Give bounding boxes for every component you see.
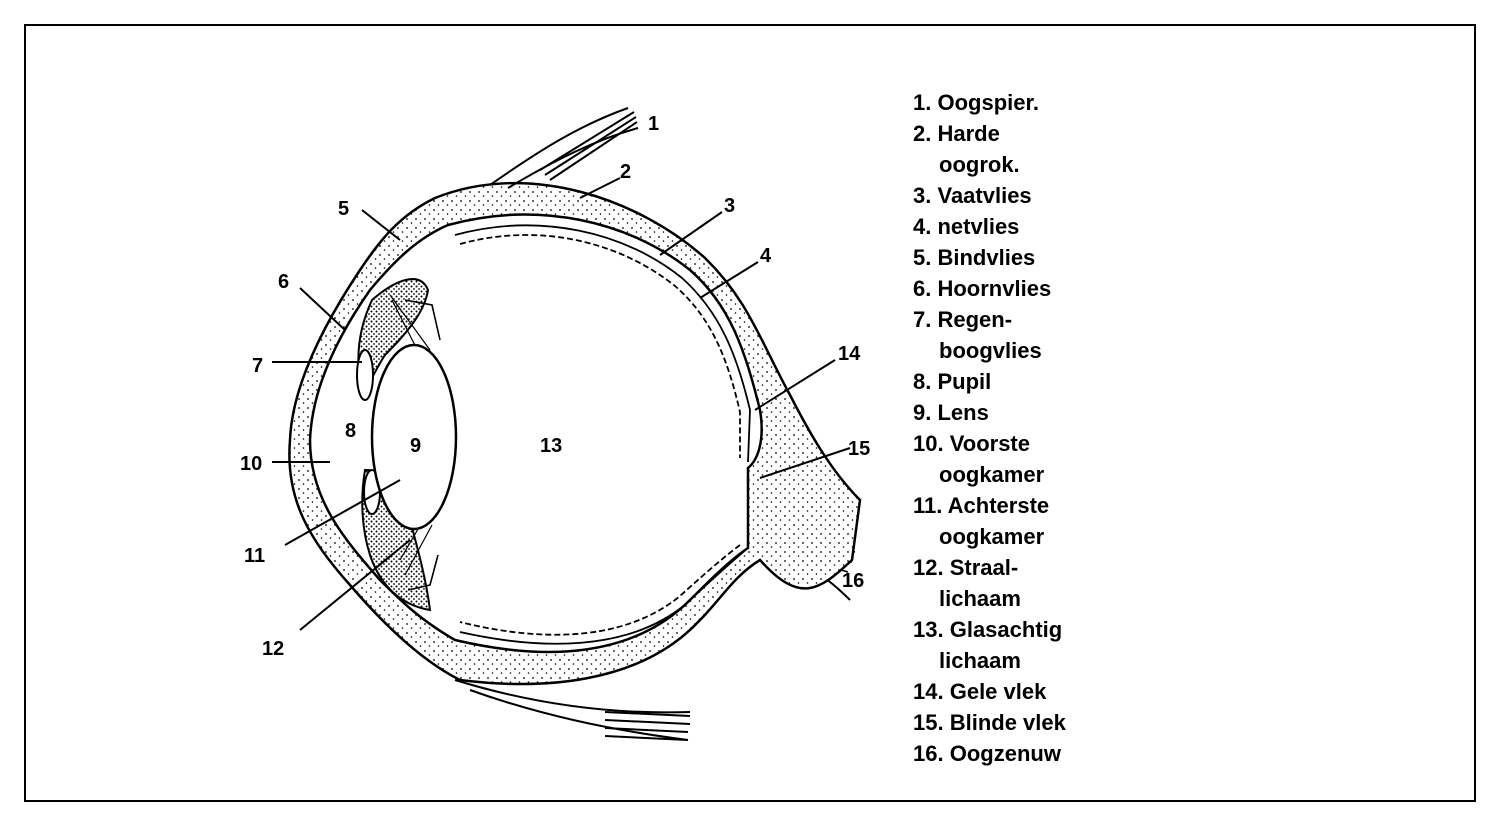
legend-item-5: 5. Bindvlies [913, 245, 1036, 270]
label-3: 3 [724, 195, 735, 217]
label-11: 11 [244, 545, 265, 567]
label-14: 14 [838, 343, 861, 365]
label-8: 8 [345, 420, 356, 442]
legend-item-16: 16. Oogzenuw [913, 741, 1061, 766]
diagram-frame [24, 24, 1476, 802]
legend-item-12: 12. Straal-lichaam [913, 555, 1021, 611]
sclera-cornea [288, 181, 862, 686]
eye-muscles [454, 107, 691, 741]
label-2: 2 [620, 161, 631, 183]
legend-item-4: 4. netvlies [913, 214, 1020, 239]
label-16: 16 [842, 570, 864, 592]
legend-item-15: 15. Blinde vlek [913, 710, 1066, 735]
label-7: 7 [252, 355, 263, 377]
label-4: 4 [760, 245, 772, 267]
label-15: 15 [848, 438, 870, 460]
choroid-retina-layers [454, 224, 751, 645]
label-1: 1 [648, 113, 659, 135]
label-6: 6 [278, 271, 289, 293]
iris-ciliary-body [356, 278, 441, 612]
label-9: 9 [410, 435, 421, 457]
legend-item-14: 14. Gele vlek [913, 679, 1047, 704]
legend-item-3: 3. Vaatvlies [913, 183, 1032, 208]
legend-item-8: 8. Pupil [913, 369, 992, 394]
leader-lines [272, 177, 851, 631]
legend-item-1: 1. Oogspier. [913, 90, 1039, 115]
diagram-number-labels: 1 2 3 4 5 6 7 8 9 10 11 12 13 14 15 16 [240, 113, 870, 660]
legend-item-9: 9. Lens [913, 400, 989, 425]
label-10: 10 [240, 453, 262, 475]
label-12: 12 [262, 638, 284, 660]
legend-item-6: 6. Hoornvlies [913, 276, 1052, 301]
legend-item-7: 7. Regen-boogvlies [913, 307, 1042, 363]
label-5: 5 [338, 198, 349, 220]
label-13: 13 [540, 435, 562, 457]
